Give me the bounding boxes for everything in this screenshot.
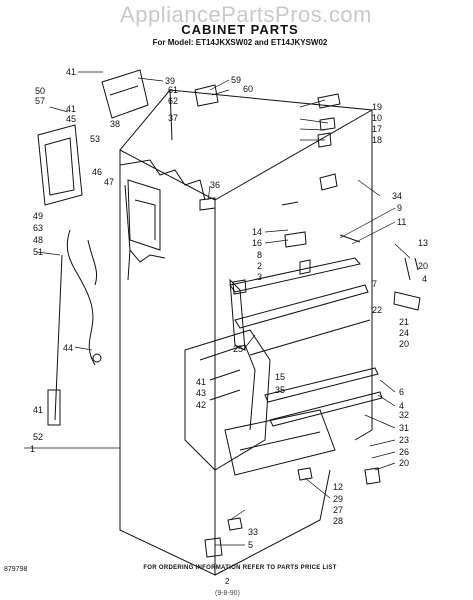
callout-43: 43 bbox=[196, 388, 206, 398]
callout-50: 50 bbox=[35, 86, 45, 96]
callout-35: 35 bbox=[275, 385, 285, 395]
callout-47: 47 bbox=[104, 177, 114, 187]
callout-32: 32 bbox=[399, 410, 409, 420]
callout-10: 10 bbox=[372, 113, 382, 123]
callout-48: 48 bbox=[33, 235, 43, 245]
callout-57: 57 bbox=[35, 96, 45, 106]
callout-61: 61 bbox=[168, 85, 178, 95]
top-hinge bbox=[101, 69, 149, 119]
callout-62: 62 bbox=[168, 96, 178, 106]
page-title: CABINET PARTS bbox=[181, 22, 299, 37]
callout-60: 60 bbox=[243, 84, 253, 94]
cabinet-top-back bbox=[119, 89, 373, 441]
callout-41: 41 bbox=[66, 67, 76, 77]
callout-9: 9 bbox=[397, 203, 402, 213]
callout-5: 5 bbox=[248, 540, 253, 550]
callout-52: 52 bbox=[33, 432, 43, 442]
callout-13: 13 bbox=[418, 238, 428, 248]
callout-3: 3 bbox=[257, 272, 262, 282]
callout-14: 14 bbox=[252, 227, 262, 237]
rail-upper bbox=[229, 257, 361, 293]
callout-45: 45 bbox=[66, 114, 76, 124]
side-panel-49 bbox=[37, 124, 83, 206]
callout-20: 20 bbox=[399, 339, 409, 349]
callout-18: 18 bbox=[372, 135, 382, 145]
callout-29: 29 bbox=[333, 494, 343, 504]
rail-lower bbox=[264, 367, 379, 403]
cabinet-drawing bbox=[37, 69, 421, 576]
crisper-area bbox=[184, 329, 271, 471]
cabinet-bottom-edge bbox=[214, 469, 331, 576]
callout-41: 41 bbox=[196, 377, 206, 387]
page-number: 2 bbox=[225, 577, 230, 586]
callout-26: 26 bbox=[399, 447, 409, 457]
power-cord bbox=[66, 229, 96, 366]
callout-46: 46 bbox=[92, 167, 102, 177]
callout-41: 41 bbox=[66, 104, 76, 114]
callout-6: 6 bbox=[399, 387, 404, 397]
callout-20: 20 bbox=[399, 458, 409, 468]
callout-22: 22 bbox=[372, 305, 382, 315]
callout-2: 2 bbox=[257, 261, 262, 271]
model-line: For Model: ET14JKXSW02 and ET14JKYSW02 bbox=[152, 38, 328, 47]
callout-25: 25 bbox=[233, 344, 243, 354]
callout-20: 20 bbox=[418, 261, 428, 271]
callout-28: 28 bbox=[333, 516, 343, 526]
callout-4: 4 bbox=[422, 274, 427, 284]
cabinet-top-edge bbox=[214, 109, 373, 201]
lower-hinge bbox=[393, 291, 421, 311]
ordering-info: FOR ORDERING INFORMATION REFER TO PARTS … bbox=[143, 565, 337, 571]
watermark: AppliancePartsPros.com bbox=[120, 2, 372, 27]
callout-37: 37 bbox=[168, 113, 178, 123]
callout-63: 63 bbox=[33, 223, 43, 233]
callout-53: 53 bbox=[90, 134, 100, 144]
callout-16: 16 bbox=[252, 238, 262, 248]
document-number: 879798 bbox=[4, 566, 28, 573]
callout-19: 19 bbox=[372, 102, 382, 112]
callout-12: 12 bbox=[333, 482, 343, 492]
callout-31: 31 bbox=[399, 423, 409, 433]
leader-lines bbox=[24, 71, 411, 546]
leveling-leg bbox=[204, 537, 223, 558]
callout-17: 17 bbox=[372, 124, 382, 134]
callout-38: 38 bbox=[110, 119, 120, 129]
callout-41: 41 bbox=[33, 405, 43, 415]
callout-34: 34 bbox=[392, 191, 402, 201]
callout-labels: 41 39 59 60 61 62 50 57 41 45 38 37 53 1… bbox=[30, 67, 428, 550]
callout-44: 44 bbox=[63, 343, 73, 353]
callout-42: 42 bbox=[196, 400, 206, 410]
callout-4: 4 bbox=[399, 401, 404, 411]
callout-11: 11 bbox=[397, 217, 406, 227]
cabinet-side-panel bbox=[119, 149, 216, 576]
callout-21: 21 bbox=[399, 317, 409, 327]
callout-33: 33 bbox=[248, 527, 258, 537]
callout-23: 23 bbox=[399, 435, 409, 445]
tube-51 bbox=[54, 254, 63, 421]
callout-59: 59 bbox=[231, 75, 241, 85]
callout-15: 15 bbox=[275, 372, 285, 382]
revision-code: (9-8-90) bbox=[215, 590, 240, 597]
callout-8: 8 bbox=[257, 250, 262, 260]
callout-27: 27 bbox=[333, 505, 343, 515]
callout-36: 36 bbox=[210, 180, 220, 190]
callout-24: 24 bbox=[399, 328, 409, 338]
rail-middle bbox=[234, 284, 369, 329]
callout-51: 51 bbox=[33, 247, 43, 257]
callout-7: 7 bbox=[372, 279, 377, 289]
callout-39: 39 bbox=[165, 76, 175, 86]
callout-1: 1 bbox=[30, 444, 35, 454]
callout-49: 49 bbox=[33, 211, 43, 221]
